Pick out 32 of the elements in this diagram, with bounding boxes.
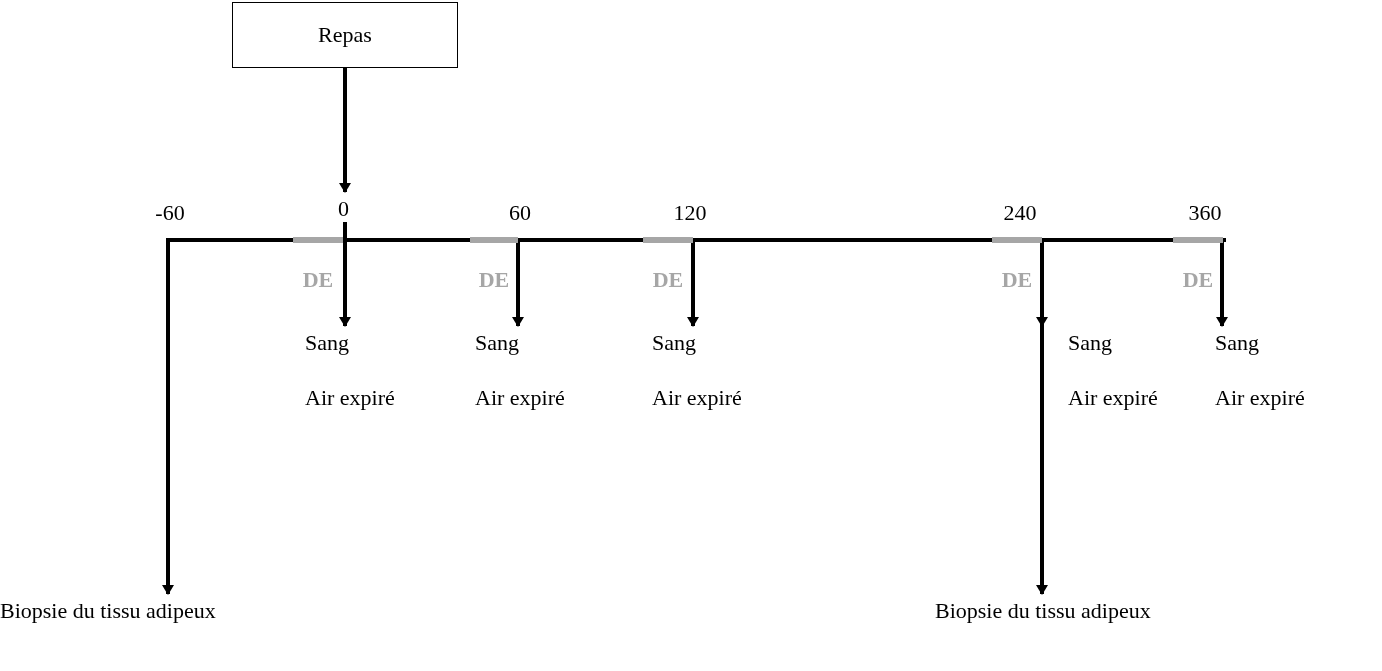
- arrow: [512, 242, 524, 327]
- time-label: 240: [1003, 200, 1037, 226]
- time-label: 60: [509, 200, 531, 226]
- arrow: [687, 242, 699, 327]
- event-label: Repas: [318, 22, 372, 48]
- sample-label: Biopsie du tissu adipeux: [935, 598, 1151, 624]
- sample-label: Sang: [305, 330, 349, 356]
- sample-label: Air expiré: [1215, 385, 1305, 411]
- sample-label: Sang: [652, 330, 696, 356]
- period-label: DE: [1001, 267, 1033, 293]
- sample-label: Air expiré: [652, 385, 742, 411]
- arrow: [162, 242, 174, 595]
- period-label: DE: [302, 267, 334, 293]
- time-label: -60: [155, 200, 185, 226]
- sample-label: Air expiré: [1068, 385, 1158, 411]
- period-label: DE: [1182, 267, 1214, 293]
- sample-label: 0: [338, 196, 349, 222]
- event-box: [232, 2, 458, 68]
- arrow: [339, 68, 351, 193]
- arrow: [1036, 242, 1048, 595]
- period-label: DE: [478, 267, 510, 293]
- time-label: 360: [1188, 200, 1222, 226]
- arrow: [339, 222, 351, 327]
- sample-label: Sang: [475, 330, 519, 356]
- sample-label: Air expiré: [475, 385, 565, 411]
- time-label: 120: [673, 200, 707, 226]
- period-label: DE: [652, 267, 684, 293]
- arrow: [1216, 242, 1228, 327]
- sample-label: Sang: [1068, 330, 1112, 356]
- sample-label: Biopsie du tissu adipeux: [0, 598, 216, 624]
- sample-label: Sang: [1215, 330, 1259, 356]
- sample-label: Air expiré: [305, 385, 395, 411]
